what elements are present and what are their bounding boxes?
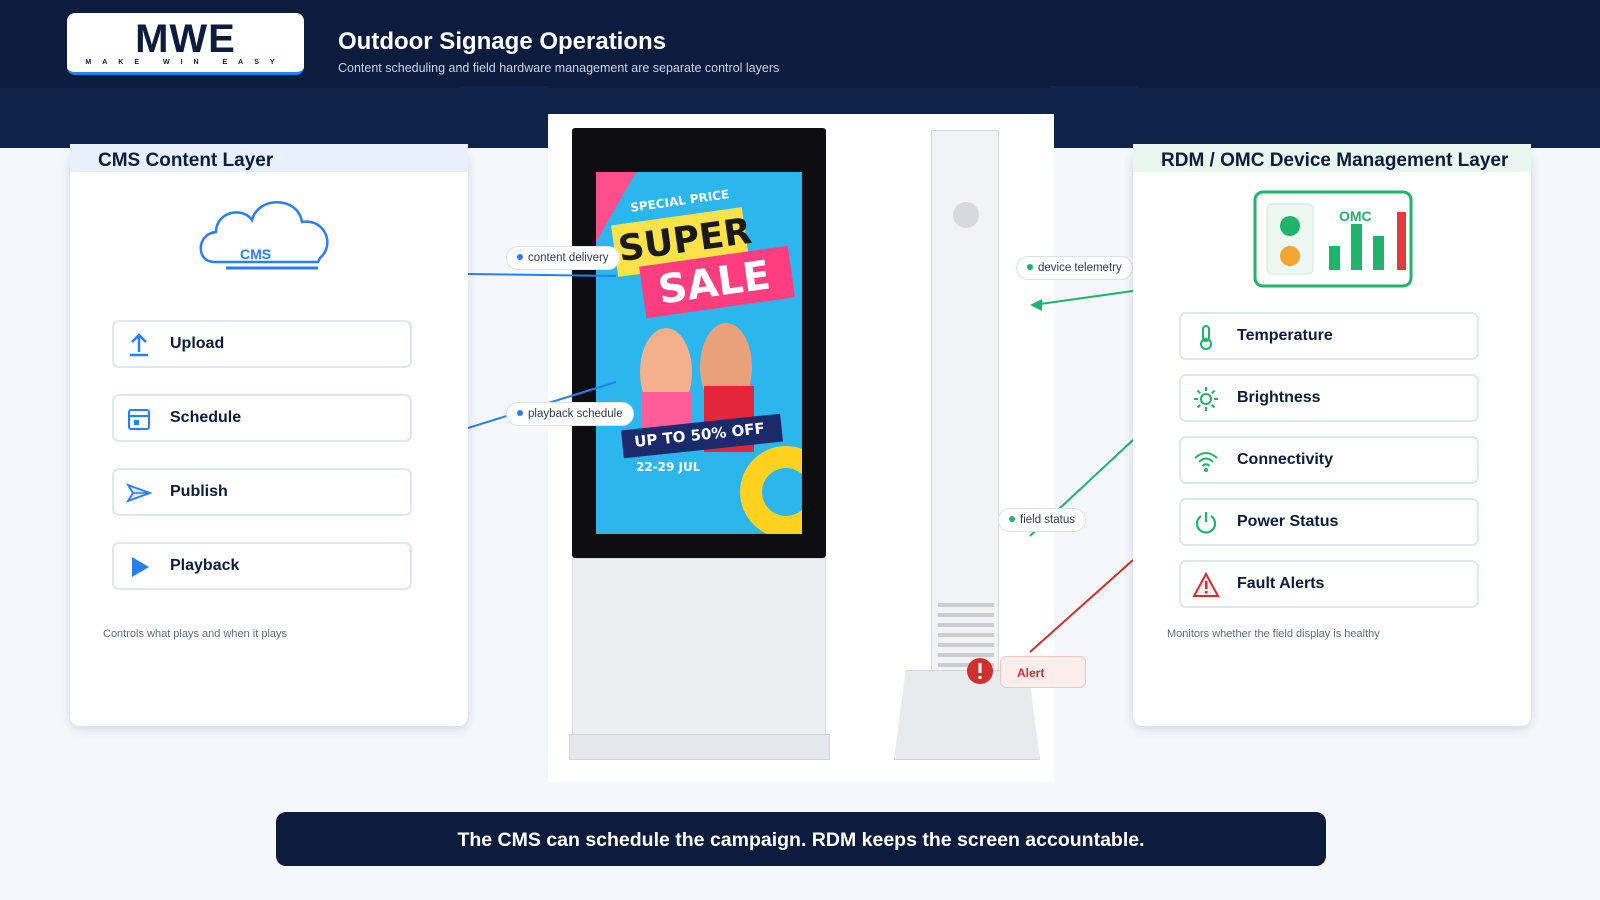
playback-schedule-tag: playback schedule [506, 402, 634, 426]
rdm-item-fault-alerts[interactable]: Fault Alerts [1179, 560, 1479, 608]
header-band-left-slope [460, 86, 550, 148]
power-icon [1195, 512, 1217, 534]
cms-caption: Controls what plays and when it plays [103, 628, 288, 640]
sun-icon [1194, 387, 1218, 411]
logo-text: MWE [135, 17, 236, 61]
cms-item-label: Playback [170, 557, 240, 574]
tag-dot [1009, 515, 1015, 522]
tag-dot [517, 253, 523, 260]
header-band-right-slope [1048, 86, 1138, 148]
field-status-tag: field status [998, 508, 1086, 532]
tag-label: field status [1020, 514, 1075, 526]
send-icon [125, 483, 153, 503]
rdm-item-label: Fault Alerts [1237, 575, 1325, 592]
cms-item-label: Schedule [170, 409, 242, 426]
play-icon [132, 557, 149, 577]
cms-panel-title: CMS Content Layer [70, 144, 468, 172]
wifi-icon [1194, 452, 1218, 472]
page-subtitle: Content scheduling and field hardware ma… [338, 61, 780, 75]
footer-message: The CMS can schedule the campaign. RDM k… [276, 812, 1326, 866]
alert-tag: Alert [1000, 656, 1086, 688]
rdm-panel: RDM / OMC Device Management Layer OMC Te… [1133, 144, 1531, 726]
rdm-panel-title: RDM / OMC Device Management Layer [1133, 144, 1531, 172]
poster-dates: 22-29 JUL [636, 460, 701, 474]
cms-item-label: Publish [170, 483, 228, 500]
omc-badge-label: OMC [1339, 208, 1372, 224]
cms-item-playback[interactable]: Playback [112, 542, 412, 590]
schedule-icon [128, 409, 150, 430]
page-title: Outdoor Signage Operations [338, 28, 667, 55]
tag-label: content delivery [528, 252, 609, 264]
cms-item-label: Upload [170, 335, 225, 352]
tag-label: device telemetry [1038, 262, 1122, 274]
kiosk-lower-body [572, 558, 826, 736]
rdm-item-connectivity[interactable]: Connectivity [1179, 436, 1479, 484]
cloud-label: CMS [240, 246, 272, 262]
poster-art [596, 172, 802, 534]
warning-icon [1192, 571, 1220, 597]
rdm-item-brightness[interactable]: Brightness [1179, 374, 1479, 422]
alert-icon [967, 658, 993, 684]
content-delivery-tag: content delivery [506, 246, 620, 270]
rdm-caption: Monitors whether the field display is he… [1167, 628, 1380, 640]
brand-logo: MWE MAKE WIN EASY [67, 13, 304, 75]
tag-dot [517, 409, 523, 416]
cms-item-schedule[interactable]: Schedule [112, 394, 412, 442]
cms-panel: CMS Content Layer CMS Upload Schedule Pu… [70, 144, 468, 726]
sale-poster: SPECIAL PRICE SUPER SALE UP TO 50% OFF 2… [596, 172, 802, 534]
logo-tagline: MAKE WIN EASY [85, 59, 286, 66]
kiosk-side-view [931, 130, 999, 748]
alert-label: Alert [1017, 666, 1045, 680]
rdm-item-label: Brightness [1237, 389, 1321, 406]
rdm-item-label: Power Status [1237, 513, 1339, 530]
omc-dashboard-icon [1253, 190, 1413, 288]
tag-dot [1027, 263, 1033, 270]
rdm-item-temperature[interactable]: Temperature [1179, 312, 1479, 360]
cms-item-upload[interactable]: Upload [112, 320, 412, 368]
rdm-item-label: Temperature [1237, 327, 1333, 344]
kiosk-base [569, 734, 830, 760]
thermometer-icon [1200, 325, 1212, 350]
rdm-item-label: Connectivity [1237, 451, 1334, 468]
tag-label: playback schedule [528, 408, 623, 420]
cloud-icon [199, 201, 329, 270]
device-telemetry-tag: device telemetry [1016, 256, 1133, 280]
cms-item-publish[interactable]: Publish [112, 468, 412, 516]
upload-icon [130, 333, 148, 357]
rdm-item-power-status[interactable]: Power Status [1179, 498, 1479, 546]
